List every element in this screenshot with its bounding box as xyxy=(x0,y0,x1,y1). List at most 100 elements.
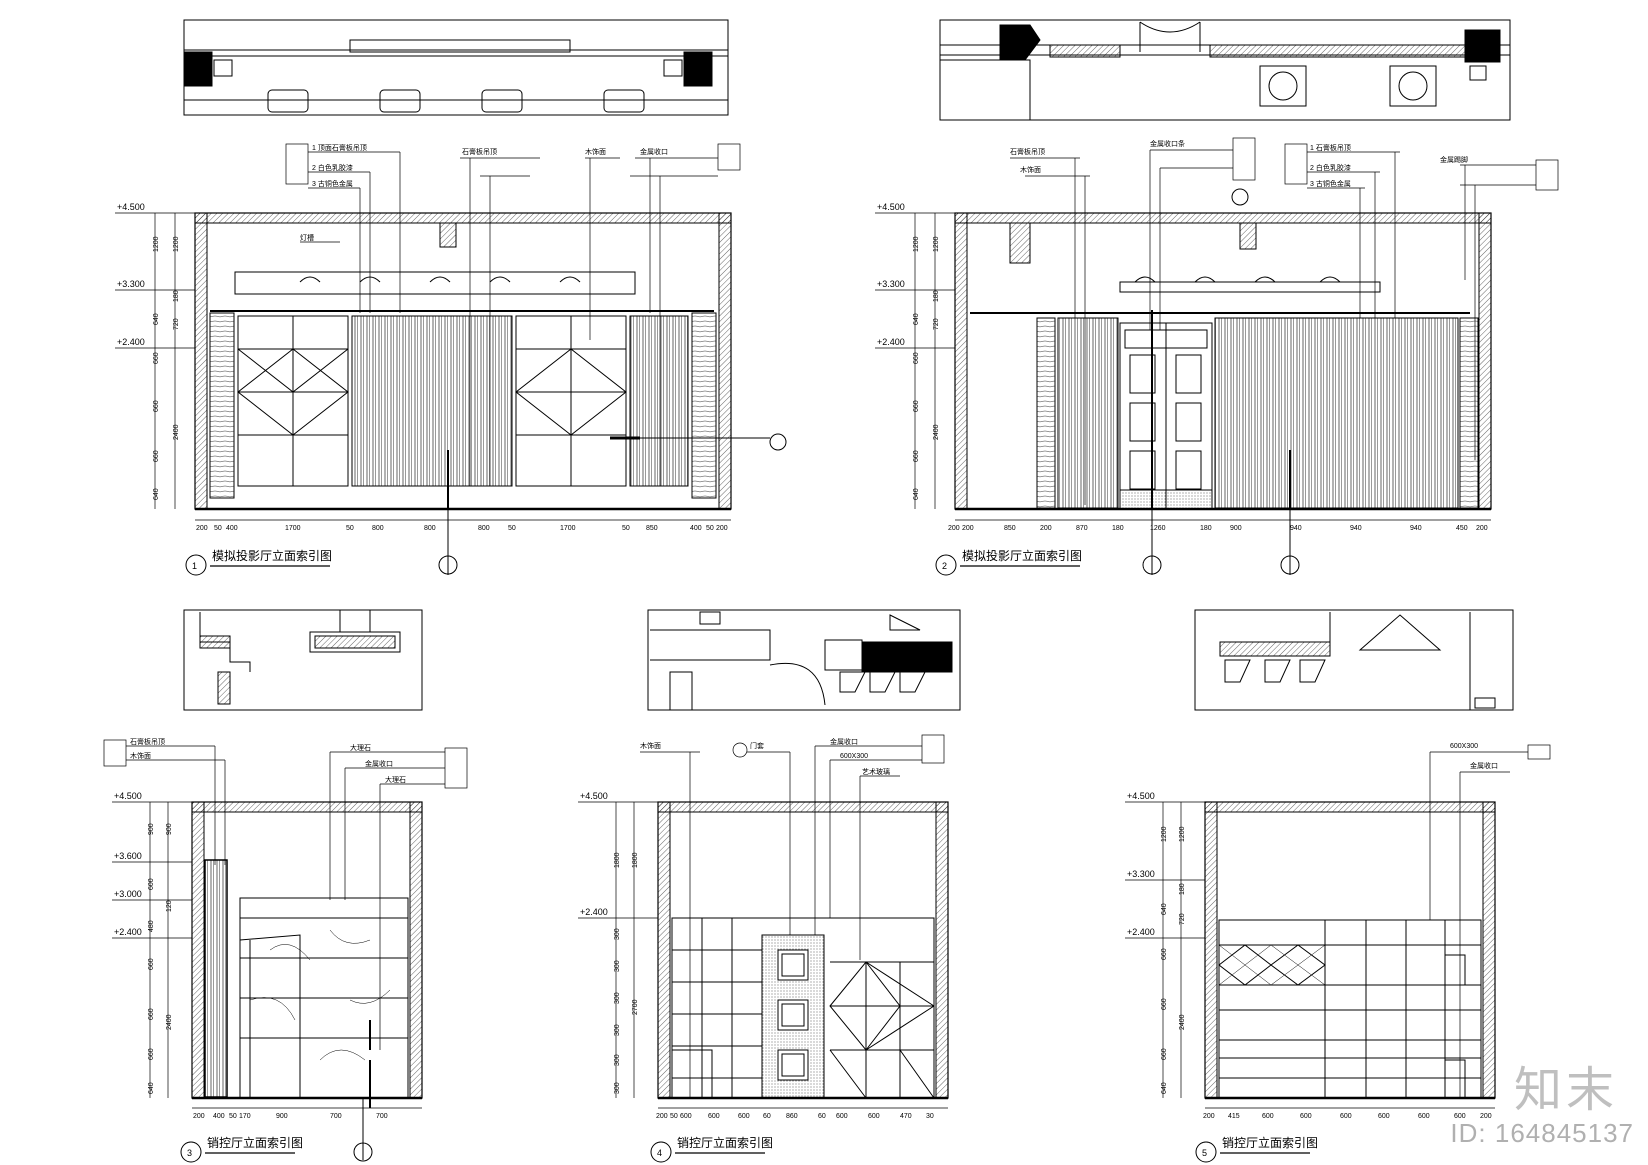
svg-text:200: 200 xyxy=(193,1113,205,1120)
svg-text:200: 200 xyxy=(1480,1113,1492,1120)
svg-text:660: 660 xyxy=(148,958,155,970)
svg-text:600: 600 xyxy=(148,878,155,890)
svg-text:2400: 2400 xyxy=(1179,1014,1186,1030)
level-label: +2.400 xyxy=(117,337,145,347)
vertical-dims-5: 1200 1200 180 640 720 660 660 2400 660 6… xyxy=(1161,826,1186,1094)
svg-text:800: 800 xyxy=(478,525,490,532)
svg-text:300: 300 xyxy=(614,928,621,940)
vertical-dims-1: 1200 1200 180 640 720 660 660 2400 660 6… xyxy=(153,236,180,500)
svg-text:1200: 1200 xyxy=(153,236,160,252)
svg-text:1200: 1200 xyxy=(1161,826,1168,842)
level-label: +4.500 xyxy=(117,202,145,212)
svg-text:2400: 2400 xyxy=(173,424,180,440)
level-label: +2.400 xyxy=(877,337,905,347)
svg-text:1260: 1260 xyxy=(1150,525,1166,532)
svg-text:660: 660 xyxy=(913,352,920,364)
horizontal-dims-1: 200 50 400 1700 50 800 800 800 50 1700 5… xyxy=(195,519,731,532)
svg-text:300: 300 xyxy=(614,992,621,1004)
svg-text:600: 600 xyxy=(1262,1113,1274,1120)
svg-text:600: 600 xyxy=(1454,1113,1466,1120)
svg-text:3 古铜色金属: 3 古铜色金属 xyxy=(1310,179,1351,188)
svg-text:石膏板吊顶: 石膏板吊顶 xyxy=(462,147,497,156)
svg-text:660: 660 xyxy=(1161,948,1168,960)
svg-text:200: 200 xyxy=(1476,525,1488,532)
chair-icon xyxy=(267,89,645,113)
svg-text:720: 720 xyxy=(1179,913,1186,925)
svg-text:600X300: 600X300 xyxy=(840,753,868,760)
vertical-dims-4: 1800 1800 300 300 300 300 2700 300 300 xyxy=(614,852,639,1094)
svg-text:900: 900 xyxy=(148,823,155,835)
level-label: +3.000 xyxy=(114,889,142,899)
svg-text:木饰面: 木饰面 xyxy=(640,741,661,750)
svg-text:200: 200 xyxy=(1203,1113,1215,1120)
elevation-frame-5 xyxy=(1204,801,1496,1100)
svg-text:660: 660 xyxy=(153,450,160,462)
svg-text:1 顶面石膏板吊顶: 1 顶面石膏板吊顶 xyxy=(312,143,367,152)
svg-text:1200: 1200 xyxy=(913,236,920,252)
svg-text:180: 180 xyxy=(1179,883,1186,895)
view-title-2: 2 模拟投影厅立面索引图 xyxy=(935,548,1082,576)
watermark-logo: 知末 xyxy=(1513,1062,1618,1118)
svg-text:870: 870 xyxy=(1076,525,1088,532)
svg-text:640: 640 xyxy=(913,488,920,500)
svg-text:2400: 2400 xyxy=(933,424,940,440)
leader-callouts-5 xyxy=(1429,744,1551,1098)
level-label: +4.500 xyxy=(1127,791,1155,801)
svg-text:660: 660 xyxy=(1161,998,1168,1010)
svg-text:200: 200 xyxy=(656,1113,668,1120)
plan-strip-2 xyxy=(939,19,1511,121)
svg-text:600: 600 xyxy=(1378,1113,1390,1120)
svg-text:940: 940 xyxy=(1290,525,1302,532)
svg-text:3 古铜色金属: 3 古铜色金属 xyxy=(312,179,353,188)
leader-callouts-4 xyxy=(640,734,945,1098)
svg-text:50: 50 xyxy=(214,525,222,532)
svg-text:2: 2 xyxy=(942,561,947,571)
elevation-frame-2 xyxy=(954,188,1492,575)
elevation-frame-1 xyxy=(194,212,787,575)
svg-text:860: 860 xyxy=(786,1113,798,1120)
svg-text:900: 900 xyxy=(1230,525,1242,532)
level-label: +3.600 xyxy=(114,851,142,861)
svg-text:120: 120 xyxy=(166,900,173,912)
level-markers-4 xyxy=(578,801,658,1098)
horizontal-dims-3: 200 400 50 170 900 700 700 xyxy=(192,1107,422,1120)
svg-text:金属收口条: 金属收口条 xyxy=(1150,139,1185,148)
svg-text:600: 600 xyxy=(708,1113,720,1120)
svg-text:5: 5 xyxy=(1202,1148,1207,1158)
svg-text:660: 660 xyxy=(913,400,920,412)
level-label: +4.500 xyxy=(877,202,905,212)
svg-text:金属收口: 金属收口 xyxy=(640,147,668,156)
svg-text:销控厅立面索引图: 销控厅立面索引图 xyxy=(1222,1135,1318,1150)
leader-callouts-2 xyxy=(1010,137,1559,505)
svg-text:1: 1 xyxy=(192,561,197,571)
svg-text:艺术玻璃: 艺术玻璃 xyxy=(862,767,890,776)
svg-text:600: 600 xyxy=(1418,1113,1430,1120)
view-title-3: 3 销控厅立面索引图 xyxy=(180,1135,303,1163)
svg-text:金属收口: 金属收口 xyxy=(1470,761,1498,770)
svg-text:480: 480 xyxy=(148,920,155,932)
svg-text:1200: 1200 xyxy=(933,236,940,252)
level-label: +3.300 xyxy=(117,279,145,289)
svg-text:木饰面: 木饰面 xyxy=(585,147,606,156)
svg-text:600: 600 xyxy=(738,1113,750,1120)
level-markers-2 xyxy=(875,212,955,509)
svg-text:1700: 1700 xyxy=(560,525,576,532)
svg-text:销控厅立面索引图: 销控厅立面索引图 xyxy=(677,1135,773,1150)
svg-text:2 白色乳胶漆: 2 白色乳胶漆 xyxy=(312,163,353,172)
level-markers-5 xyxy=(1125,801,1205,1098)
svg-text:600X300: 600X300 xyxy=(1450,743,1478,750)
svg-text:640: 640 xyxy=(913,313,920,325)
svg-text:900: 900 xyxy=(166,823,173,835)
svg-text:1200: 1200 xyxy=(173,236,180,252)
svg-text:800: 800 xyxy=(372,525,384,532)
svg-text:170: 170 xyxy=(239,1113,251,1120)
svg-text:石膏板吊顶: 石膏板吊顶 xyxy=(1010,147,1045,156)
svg-text:180: 180 xyxy=(1200,525,1212,532)
level-label: +2.400 xyxy=(114,927,142,937)
svg-text:60: 60 xyxy=(818,1113,826,1120)
svg-text:300: 300 xyxy=(614,1082,621,1094)
svg-text:660: 660 xyxy=(148,1008,155,1020)
svg-text:640: 640 xyxy=(153,488,160,500)
level-label: +2.400 xyxy=(580,907,608,917)
svg-text:300: 300 xyxy=(614,1024,621,1036)
